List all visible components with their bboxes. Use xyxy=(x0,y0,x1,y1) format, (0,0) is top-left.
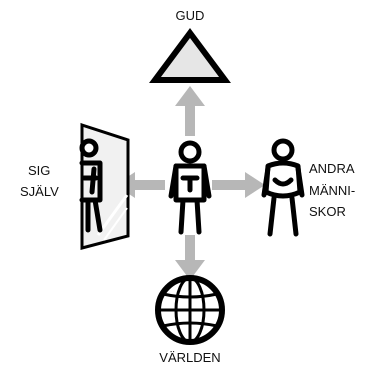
person-icon xyxy=(261,138,305,237)
arrow-up xyxy=(175,86,205,136)
mirror-icon xyxy=(79,122,130,250)
label-right-2: MÄNNI- xyxy=(309,183,355,198)
arrow-down xyxy=(175,235,205,280)
label-bottom: VÄRLDEN xyxy=(159,350,220,365)
arrow-right xyxy=(212,172,265,198)
label-left-1: SIG xyxy=(28,163,50,178)
globe-icon xyxy=(155,275,225,345)
label-right-1: ANDRA xyxy=(309,161,355,176)
label-right-3: SKOR xyxy=(309,204,346,219)
label-left-2: SJÄLV xyxy=(20,184,59,199)
person-icon xyxy=(168,140,212,235)
label-top: GUD xyxy=(176,8,205,23)
triangle-icon xyxy=(149,27,231,83)
